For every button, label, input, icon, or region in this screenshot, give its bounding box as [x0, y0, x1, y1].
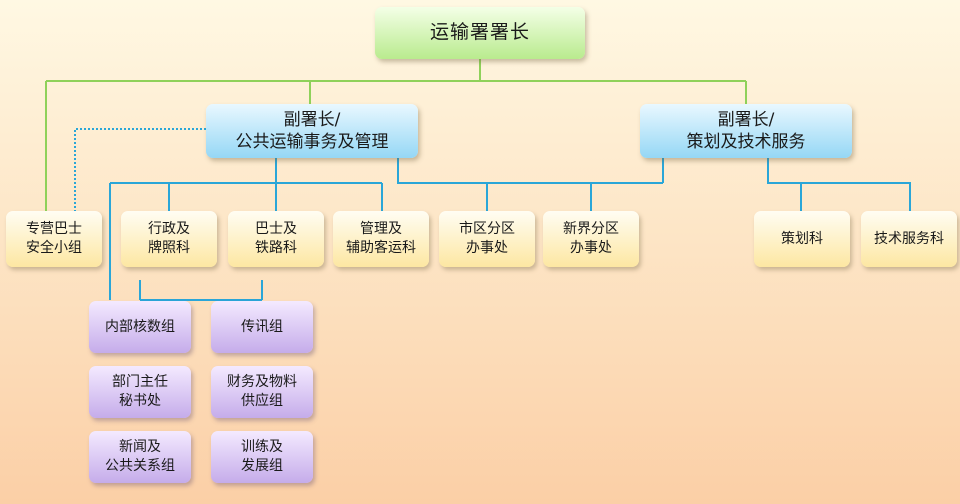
nt-regional-office-box: 新界分区 办事处 — [543, 211, 639, 267]
management-paratransit-box: 管理及 辅助客运科 — [333, 211, 429, 267]
communications-box: 传讯组 — [211, 301, 313, 353]
bus-safety-unit-box: 专营巴士 安全小组 — [6, 211, 102, 267]
training-development-box: 训练及 发展组 — [211, 431, 313, 483]
deputy2-connectors — [767, 158, 911, 211]
finance-supplies-box: 财务及物料 供应组 — [211, 366, 313, 418]
internal-audit-box: 内部核数组 — [89, 301, 191, 353]
deputy-public-transport-box: 副署长/ 公共运输事务及管理 — [206, 104, 418, 158]
deputy-planning-technical-box: 副署长/ 策划及技术服务 — [640, 104, 852, 158]
admin-licensing-box: 行政及 牌照科 — [121, 211, 217, 267]
deputy1-connectors — [109, 158, 664, 301]
director-connectors — [45, 59, 747, 211]
public-relations-box: 新闻及 公共关系组 — [89, 431, 191, 483]
urban-regional-office-box: 市区分区 办事处 — [439, 211, 535, 267]
bus-railway-box: 巴士及 铁路科 — [228, 211, 324, 267]
director-box: 运输署署长 — [375, 7, 585, 59]
technical-services-box: 技术服务科 — [861, 211, 957, 267]
dotted-connector — [74, 128, 206, 211]
dept-secretariat-box: 部门主任 秘书处 — [89, 366, 191, 418]
planning-division-box: 策划科 — [754, 211, 850, 267]
